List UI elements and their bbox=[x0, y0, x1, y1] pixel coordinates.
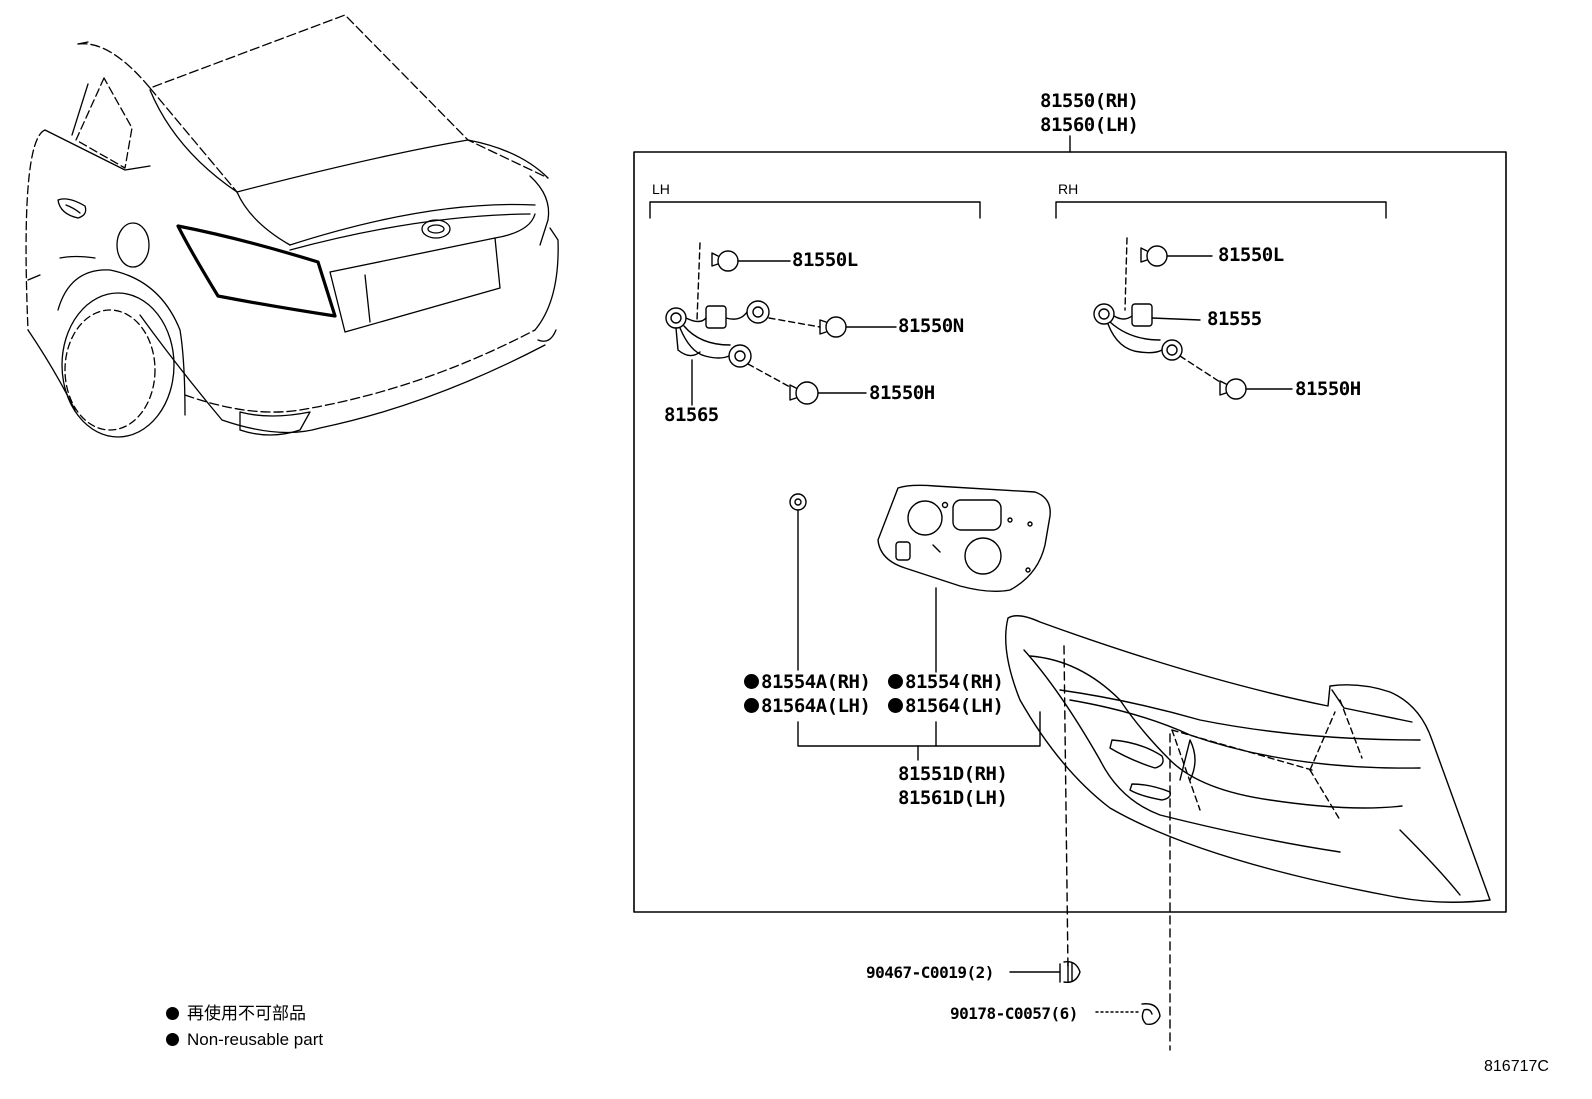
lamp-lens bbox=[1006, 616, 1490, 903]
non-reusable-dot-icon bbox=[744, 674, 759, 689]
clip-icon bbox=[1096, 1004, 1160, 1025]
non-reusable-dot-icon bbox=[888, 674, 903, 689]
rh-socket-label: 81555 bbox=[1207, 308, 1262, 330]
non-reusable-dot-icon bbox=[888, 698, 903, 713]
rh-bracket bbox=[1056, 202, 1386, 218]
non-reusable-dot-icon bbox=[744, 698, 759, 713]
lh-bracket bbox=[650, 202, 980, 218]
lens-bracket bbox=[798, 712, 1040, 746]
gasket-lh-label: 81564(LH) bbox=[888, 694, 1004, 718]
legend-jp: 再使用不可部品 bbox=[166, 1004, 306, 1024]
assembly-rh-label: 81550(RH) bbox=[1040, 90, 1139, 112]
gasket-a-lh-label: 81564A(LH) bbox=[744, 694, 871, 718]
lens-lh-label: 81561D(LH) bbox=[898, 787, 1008, 809]
gasket-parts bbox=[790, 485, 1050, 672]
rh-bulb-h-label: 81550H bbox=[1295, 378, 1361, 400]
gasket-a-rh-label: 81554A(RH) bbox=[744, 670, 871, 694]
lens-rh-label: 81551D(RH) bbox=[898, 763, 1008, 785]
legend-dot-icon bbox=[166, 1033, 179, 1046]
lh-socket-label: 81565 bbox=[664, 404, 719, 426]
lh-bulb-n-label: 81550N bbox=[898, 315, 964, 337]
clip-label: 90178-C0057(6) bbox=[950, 1004, 1078, 1023]
screw-leader bbox=[1064, 646, 1068, 970]
car-illustration bbox=[26, 15, 558, 437]
rh-socket-wiring bbox=[1094, 238, 1292, 399]
lh-socket-wiring bbox=[666, 243, 896, 405]
section-lh-label: LH bbox=[652, 181, 670, 197]
diagram-code: 816717C bbox=[1484, 1058, 1549, 1075]
lh-bulb-l-label: 81550L bbox=[792, 249, 858, 271]
assembly-box bbox=[634, 152, 1506, 912]
section-rh-label: RH bbox=[1058, 181, 1079, 197]
rh-bulb-l-label: 81550L bbox=[1218, 244, 1284, 266]
gasket-rh-label: 81554(RH) bbox=[888, 670, 1004, 694]
screw-label: 90467-C0019(2) bbox=[866, 963, 994, 982]
lh-bulb-h-label: 81550H bbox=[869, 382, 935, 404]
legend-dot-icon bbox=[166, 1007, 179, 1020]
screw-icon bbox=[1010, 962, 1080, 983]
assembly-lh-label: 81560(LH) bbox=[1040, 114, 1139, 136]
legend-en: Non-reusable part bbox=[166, 1030, 323, 1050]
